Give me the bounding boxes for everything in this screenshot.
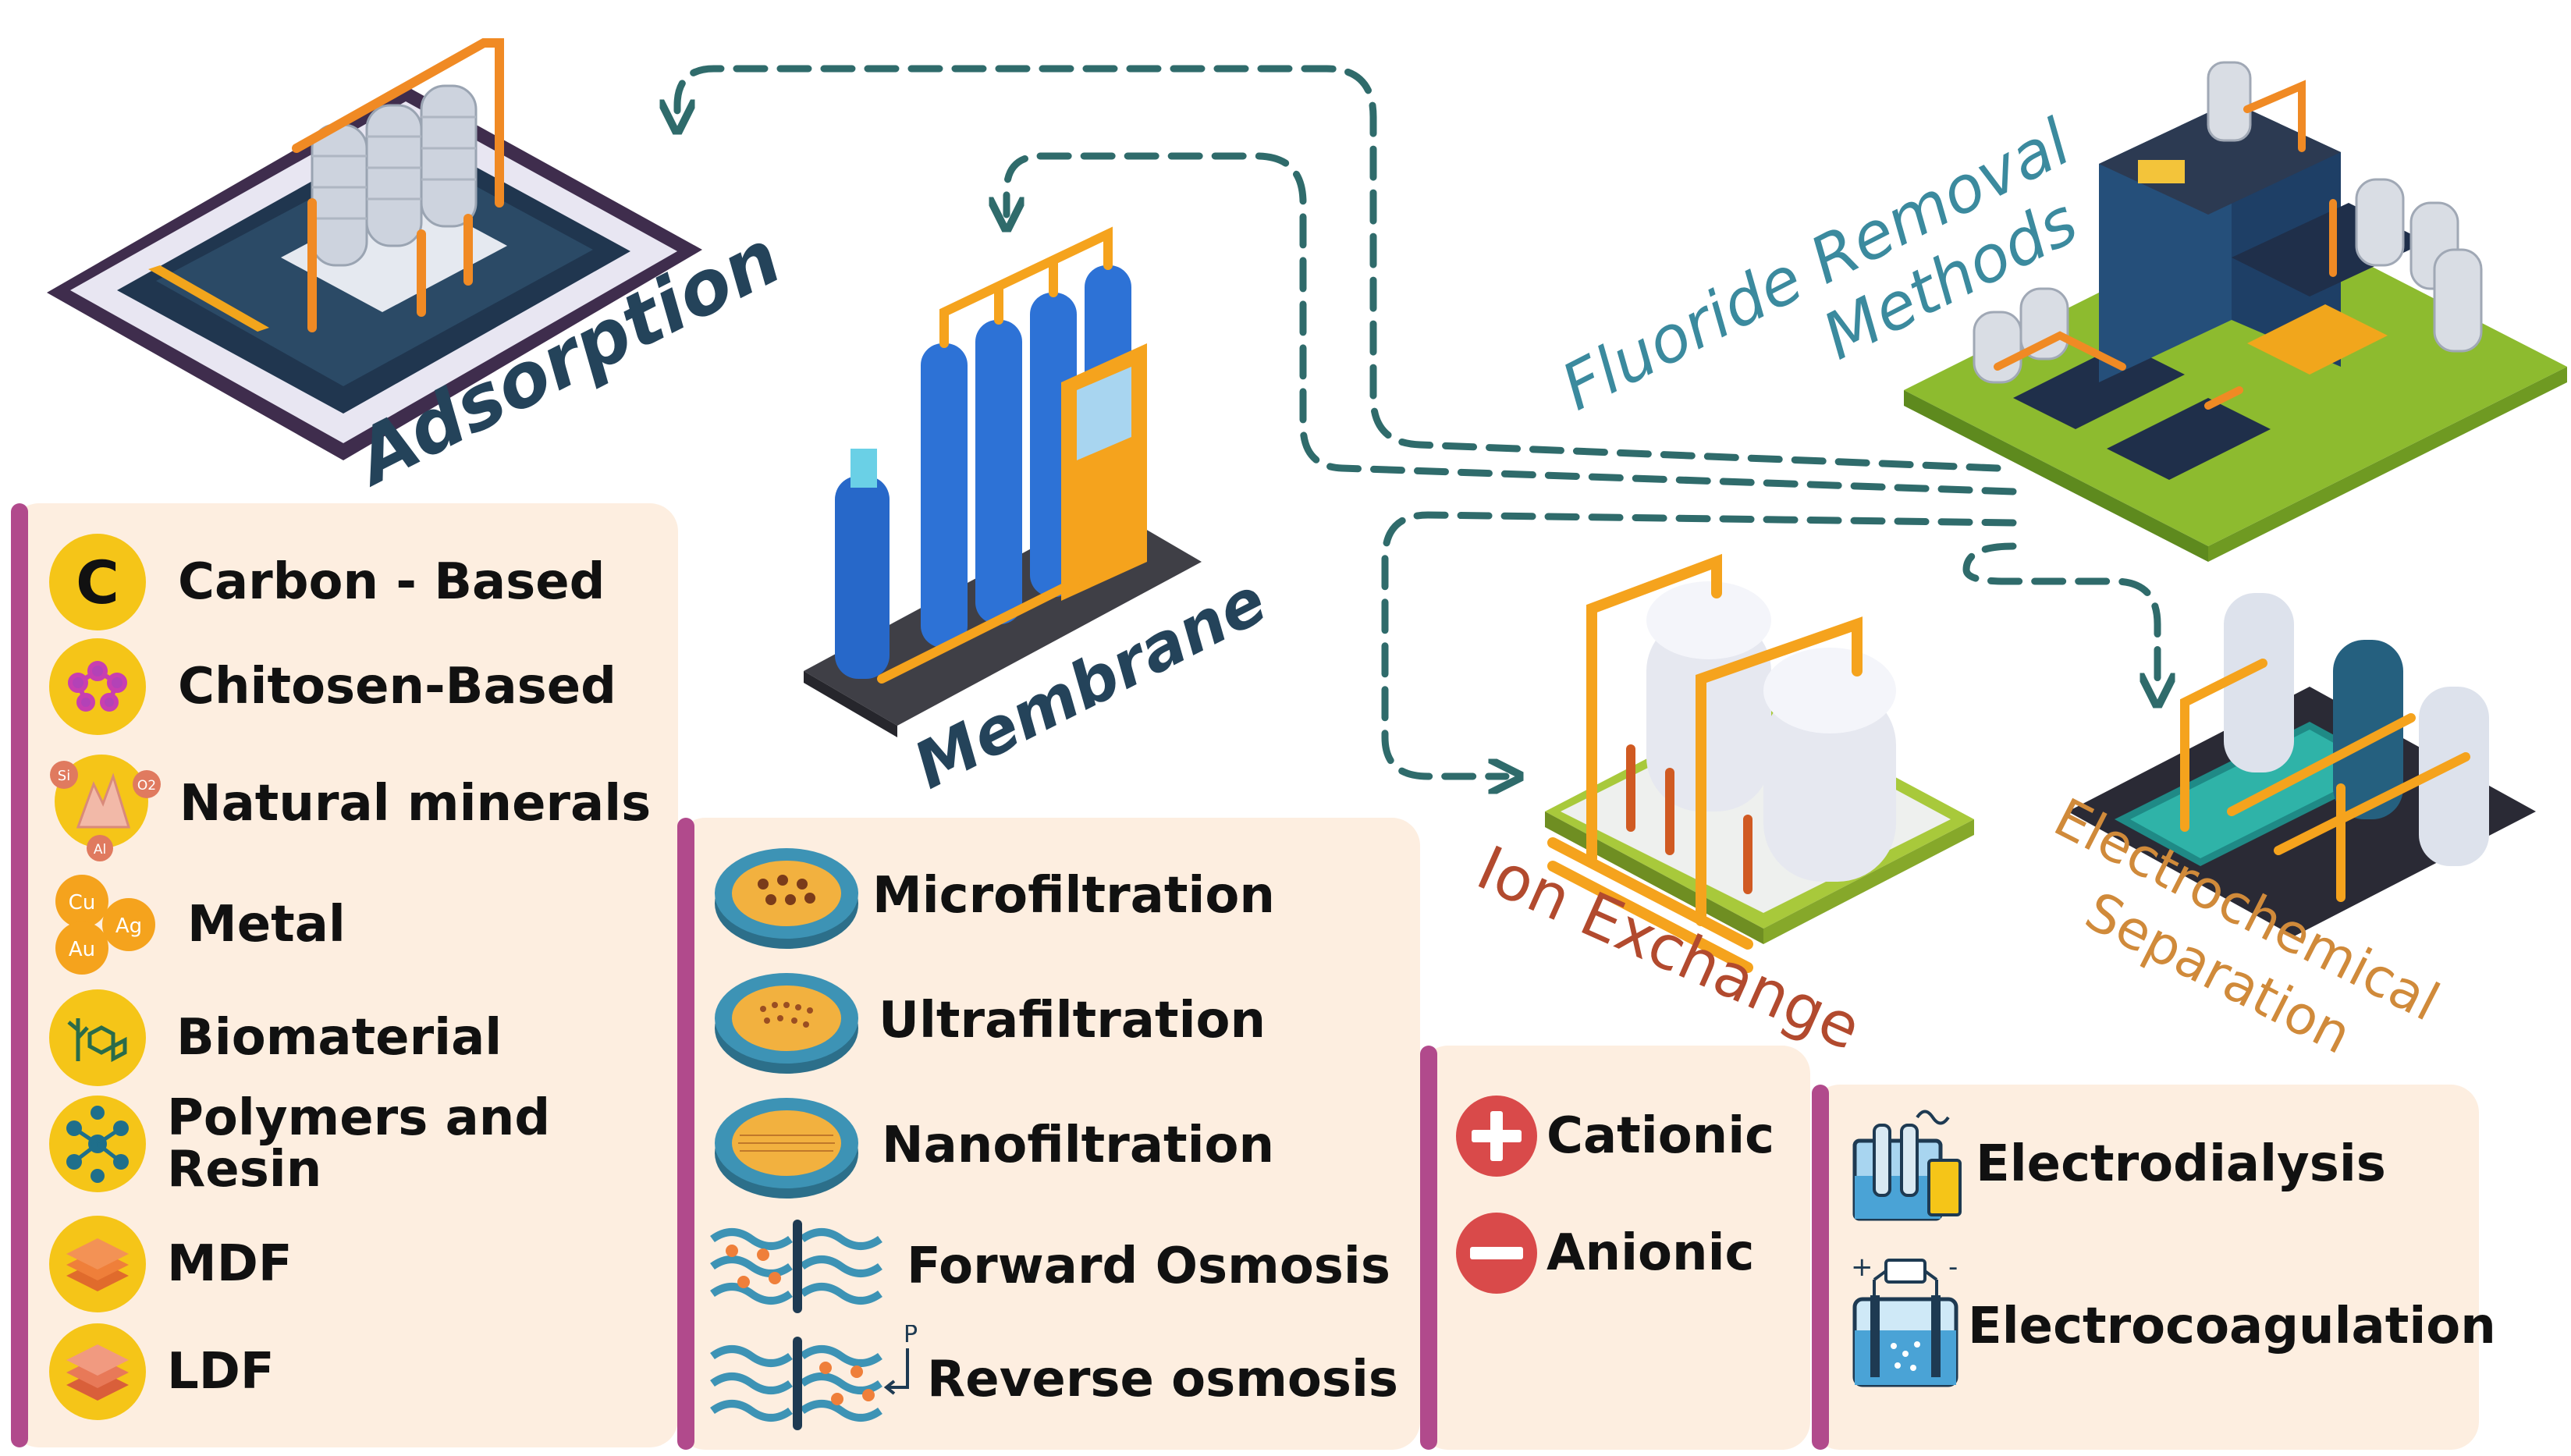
ion-item-anionic: Anionic bbox=[1453, 1209, 1754, 1297]
electrocoagulation-cell-icon: + - bbox=[1851, 1252, 1958, 1387]
adsorption-item-natural-minerals: Si O2 Al Natural minerals bbox=[47, 745, 651, 862]
membrane-item-forward-osmosis: Forward Osmosis bbox=[708, 1216, 1390, 1317]
membrane-item-microfiltration: Microfiltration bbox=[708, 837, 1275, 954]
electrochemical-panel: Electrodialysis + - Electrocoagulation bbox=[1812, 1085, 2496, 1450]
adsorption-item-chitosan: Chitosen-Based bbox=[47, 636, 616, 737]
electro-item-electrodialysis: Electrodialysis bbox=[1843, 1102, 2386, 1227]
electro-item-label: Electrodialysis bbox=[1976, 1135, 2386, 1193]
adsorption-panel: C Carbon - Based Chitosen-Based Si O2 Al… bbox=[11, 503, 678, 1447]
arrow-to-membrane bbox=[1007, 152, 2017, 495]
polymer-chain-icon bbox=[49, 1096, 146, 1192]
adsorption-item-ldf: LDF bbox=[47, 1321, 275, 1422]
osmosis-icon bbox=[710, 1220, 882, 1313]
svg-text:-: - bbox=[1948, 1252, 1958, 1283]
adsorption-item-label: Polymers and bbox=[167, 1089, 551, 1147]
adsorption-item-label: Carbon - Based bbox=[178, 553, 605, 611]
membrane-plant-illustration bbox=[804, 226, 1202, 737]
adsorption-plant-illustration bbox=[47, 38, 702, 460]
adsorption-item-label: LDF bbox=[167, 1343, 275, 1401]
adsorption-item-label: Chitosen-Based bbox=[178, 658, 616, 716]
membrane-item-nanofiltration: Nanofiltration bbox=[708, 1087, 1274, 1204]
reverse-osmosis-icon: P bbox=[710, 1325, 918, 1430]
membrane-item-ultrafiltration: Ultrafiltration bbox=[708, 962, 1266, 1079]
adsorption-item-label: Natural minerals bbox=[179, 775, 652, 833]
adsorption-item-label: Resin bbox=[167, 1141, 322, 1199]
svg-text:+: + bbox=[1851, 1252, 1873, 1283]
ion-item-label: Cationic bbox=[1547, 1107, 1775, 1165]
svg-text:C: C bbox=[76, 548, 119, 617]
adsorption-item-polymers-resin: Polymers and Resin bbox=[47, 1092, 550, 1195]
membrane-item-label: Nanofiltration bbox=[882, 1117, 1275, 1174]
ion-item-cationic: Cationic bbox=[1453, 1092, 1774, 1180]
minerals-icon: Si O2 Al bbox=[50, 755, 161, 861]
svg-text:P: P bbox=[904, 1325, 918, 1348]
minus-icon bbox=[1456, 1213, 1537, 1294]
filter-disc-icon bbox=[715, 848, 858, 949]
connector-arrows bbox=[677, 65, 2157, 776]
svg-text:Ag: Ag bbox=[115, 914, 142, 938]
filter-disc-icon bbox=[715, 1098, 858, 1199]
arrow-to-electrochemical bbox=[1962, 542, 2157, 691]
electrochemical-panel-accent-bar bbox=[1812, 1085, 1829, 1450]
arrow-to-adsorption bbox=[677, 65, 2001, 472]
membrane-item-label: Microfiltration bbox=[872, 867, 1275, 925]
biomaterial-icon bbox=[49, 989, 146, 1086]
membrane-item-label: Reverse osmosis bbox=[927, 1351, 1398, 1408]
electro-item-label: Electrocoagulation bbox=[1968, 1298, 2496, 1355]
arrow-to-ion-exchange bbox=[1381, 511, 2017, 776]
electrochemical-plant-illustration bbox=[2068, 593, 2536, 936]
adsorption-item-label: MDF bbox=[167, 1235, 293, 1293]
metal-elements-icon: Cu Ag Au bbox=[55, 875, 155, 975]
membrane-item-reverse-osmosis: P Reverse osmosis bbox=[708, 1325, 1398, 1434]
ion-exchange-panel-accent-bar bbox=[1420, 1046, 1437, 1450]
membrane-item-label: Forward Osmosis bbox=[907, 1238, 1390, 1295]
electro-item-electrocoagulation: + - Electrocoagulation bbox=[1843, 1252, 2496, 1401]
adsorption-item-mdf: MDF bbox=[47, 1213, 293, 1315]
adsorption-item-biomaterial: Biomaterial bbox=[47, 987, 502, 1088]
membrane-panel-accent-bar bbox=[677, 818, 694, 1450]
svg-text:Cu: Cu bbox=[69, 891, 96, 914]
layered-sheets-icon bbox=[49, 1216, 146, 1312]
svg-text:Au: Au bbox=[69, 938, 95, 961]
carbon-icon: C bbox=[49, 534, 146, 630]
electrodialysis-lab-icon bbox=[1852, 1110, 1962, 1221]
ion-item-label: Anionic bbox=[1547, 1224, 1755, 1282]
svg-text:O2: O2 bbox=[137, 778, 156, 794]
filter-disc-icon bbox=[715, 973, 858, 1074]
plus-icon bbox=[1456, 1096, 1537, 1177]
adsorption-item-carbon: C Carbon - Based bbox=[47, 531, 605, 633]
membrane-item-label: Ultrafiltration bbox=[879, 992, 1266, 1049]
chitosan-molecule-icon bbox=[49, 638, 146, 735]
svg-text:Al: Al bbox=[94, 842, 106, 858]
ion-exchange-plant-illustration bbox=[1545, 553, 1974, 973]
membrane-panel: Microfiltration Ultrafiltration Nanofilt… bbox=[677, 818, 1420, 1450]
layered-sheets-icon bbox=[49, 1323, 146, 1420]
svg-text:Si: Si bbox=[58, 768, 70, 784]
adsorption-panel-accent-bar bbox=[11, 503, 28, 1447]
ion-exchange-panel: Cationic Anionic bbox=[1420, 1046, 1810, 1450]
adsorption-item-label: Metal bbox=[187, 896, 346, 954]
adsorption-item-metal: Cu Ag Au Metal bbox=[47, 870, 346, 979]
water-cleaning-plant-illustration bbox=[1904, 61, 2567, 562]
adsorption-item-label: Biomaterial bbox=[176, 1009, 502, 1067]
